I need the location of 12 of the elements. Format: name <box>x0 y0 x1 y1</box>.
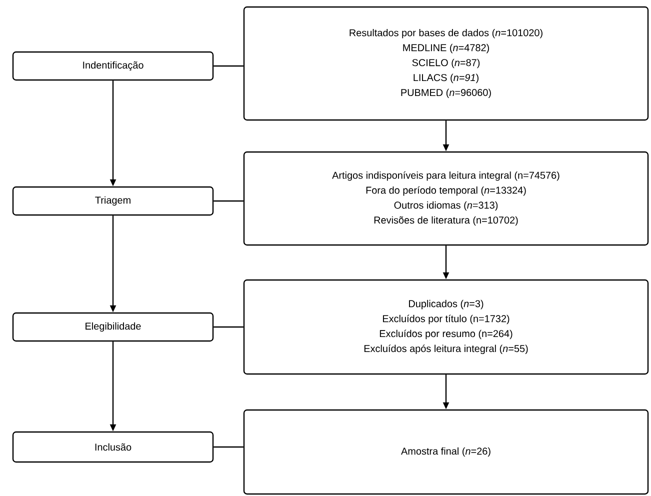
connector-line <box>214 65 244 67</box>
stage-box: Inclusão <box>12 431 214 463</box>
result-box: Resultados por bases de dados (n=101020) MEDLINE (n=4782) SCIELO (n=87) LILACS (n=91) PUBMED (n=96060) <box>243 6 649 121</box>
stage-box: Triagem <box>12 186 214 216</box>
connector-line <box>214 326 244 328</box>
result-box: Duplicados (n=3) Excluídos por título (n=1732) Excluídos por resumo (n=264) Excluídos após leitura integral (n=55) <box>243 279 649 375</box>
result-box: Amostra final (n=26) <box>243 409 649 495</box>
connector-line <box>214 446 244 448</box>
stage-box: Indentificação <box>12 51 214 81</box>
connector-line <box>214 200 244 202</box>
result-box: Artigos indisponíveis para leitura integral (n=74576) Fora do período temporal (n=13324) Outros idiomas (n=313) Revisões de literatura (n=10702) <box>243 151 649 246</box>
stage-box: Elegibilidade <box>12 312 214 342</box>
